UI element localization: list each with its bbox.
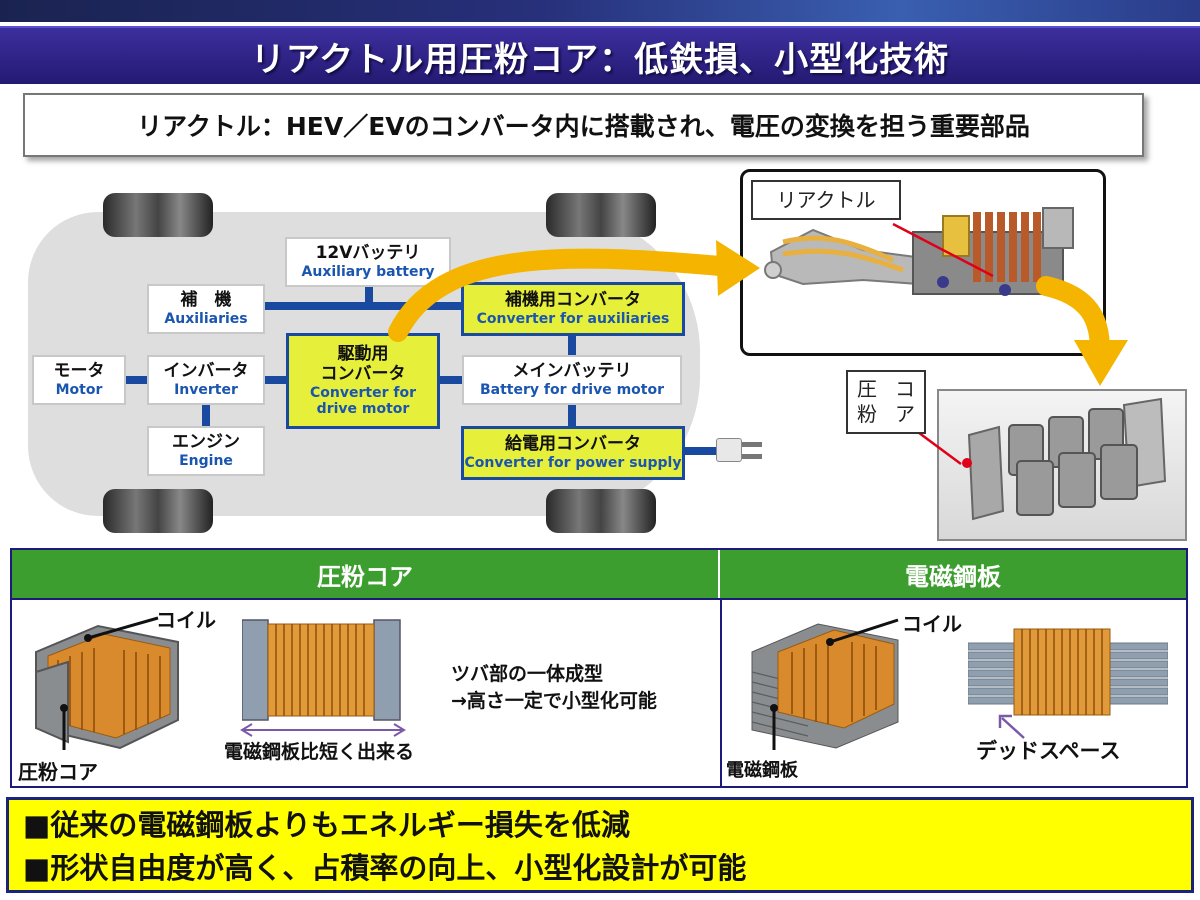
auxiliaries-box: 補 機 Auxiliaries (147, 284, 265, 334)
left-arrow-caption: 電磁鋼板比短く出来る (224, 741, 415, 763)
subtitle-text: リアクトル：HEV／EVのコンバータ内に搭載され、電圧の変換を担う重要部品 (137, 112, 1030, 141)
right-core-label: 電磁鋼板 (726, 760, 798, 781)
aux-converter-box: 補機用コンバータ Converter for auxiliaries (461, 282, 685, 336)
main-battery-jp: メインバッテリ (512, 361, 632, 382)
bus-line-engine (202, 403, 210, 429)
summary-box: ■従来の電磁鋼板よりもエネルギー損失を低減 ■形状自由度が高く、占積率の向上、小… (6, 797, 1194, 893)
supply-converter-jp: 給電用コンバータ (505, 434, 641, 455)
header-electrical-steel-text: 電磁鋼板 (905, 562, 1001, 591)
battery-12v-en: Auxiliary battery (301, 263, 435, 280)
header-dust-core: 圧粉コア (12, 550, 720, 598)
bus-line-main-supply (568, 404, 576, 428)
header-dust-core-text: 圧粉コア (317, 562, 413, 591)
bus-line-inverter (265, 376, 289, 384)
title-bar: リアクトル用圧粉コア：低鉄損、小型化技術 (0, 26, 1200, 84)
aux-converter-en: Converter for auxiliaries (476, 310, 670, 327)
wheel-front-right (546, 193, 656, 237)
plug-pin-upper (742, 442, 762, 447)
inverter-en: Inverter (174, 381, 238, 398)
steel-core-section-illustration (968, 628, 1168, 716)
header-electrical-steel: 電磁鋼板 (720, 550, 1186, 598)
auxiliaries-en: Auxiliaries (164, 310, 248, 327)
engine-box: エンジン Engine (147, 426, 265, 476)
summary-bullet-1: ■従来の電磁鋼板よりもエネルギー損失を低減 (23, 808, 630, 842)
drive-converter-en1: Converter for (310, 384, 416, 401)
bus-line-drive (440, 376, 464, 384)
dust-core-section-illustration (242, 619, 401, 721)
left-core-label: 圧粉コア (18, 760, 98, 784)
bus-line-plug (683, 447, 717, 455)
dust-core-coil-illustration (35, 616, 179, 750)
battery-12v-jp: 12Vバッテリ (315, 243, 421, 264)
wheel-rear-right (546, 489, 656, 533)
dust-core-callout: 圧粉 コア (846, 370, 926, 434)
power-plug-icon (716, 438, 742, 462)
bus-line-motor (126, 376, 150, 384)
drive-converter-jp1: 駆動用 (337, 343, 389, 364)
subtitle-box: リアクトル：HEV／EVのコンバータ内に搭載され、電圧の変換を担う重要部品 (23, 93, 1144, 157)
reactor-label: リアクトル (776, 187, 876, 212)
reactor-callout: リアクトル (751, 180, 901, 220)
dust-core-label-2: コア (895, 377, 915, 426)
drive-converter-en2: drive motor (316, 401, 410, 418)
inverter-box: インバータ Inverter (147, 355, 265, 405)
table-column-divider (720, 598, 722, 786)
comparison-table: 圧粉コア 電磁鋼板 (10, 548, 1188, 788)
reactor-unit-illustration (764, 207, 1074, 296)
wheel-rear-left (103, 489, 213, 533)
supply-converter-box: 給電用コンバータ Converter for power supply (461, 426, 685, 480)
top-decorative-band (0, 0, 1200, 22)
bus-line-12v (365, 286, 373, 306)
plug-pin-lower (742, 454, 762, 459)
engine-en: Engine (179, 452, 233, 469)
dead-space-label: デッドスペース (976, 739, 1121, 763)
motor-en: Motor (55, 381, 103, 398)
dust-core-photo (937, 389, 1187, 541)
motor-box: モータ Motor (32, 355, 126, 405)
supply-converter-en: Converter for power supply (464, 454, 682, 471)
steel-core-coil-illustration (751, 618, 899, 750)
battery-12v-box: 12Vバッテリ Auxiliary battery (285, 237, 451, 287)
auxiliaries-jp: 補 機 (180, 290, 232, 311)
aux-converter-jp: 補機用コンバータ (505, 290, 641, 311)
dust-core-illustration (962, 397, 1167, 521)
engine-jp: エンジン (172, 432, 240, 453)
dust-core-label-1: 圧粉 (857, 377, 877, 426)
drive-converter-jp2: コンバータ (320, 364, 406, 385)
table-header-divider (12, 598, 1186, 600)
motor-jp: モータ (53, 361, 105, 382)
left-note-1: ツバ部の一体成型 (451, 663, 604, 685)
page-title: リアクトル用圧粉コア：低鉄損、小型化技術 (250, 39, 950, 80)
right-coil-label: コイル (902, 612, 962, 636)
bus-line-aux-main (568, 334, 576, 356)
inverter-jp: インバータ (163, 361, 249, 382)
summary-bullet-2: ■形状自由度が高く、占積率の向上、小型化設計が可能 (23, 851, 747, 885)
main-battery-box: メインバッテリ Battery for drive motor (462, 355, 682, 405)
length-arrow (240, 723, 406, 737)
left-note-2: →高さ一定で小型化可能 (451, 690, 657, 712)
wheel-front-left (103, 193, 213, 237)
main-battery-en: Battery for drive motor (479, 381, 665, 398)
drive-converter-box: 駆動用 コンバータ Converter for drive motor (286, 333, 440, 429)
dead-space-pointer (998, 714, 1025, 739)
left-coil-label: コイル (156, 608, 216, 632)
bus-line-upper (265, 302, 465, 310)
